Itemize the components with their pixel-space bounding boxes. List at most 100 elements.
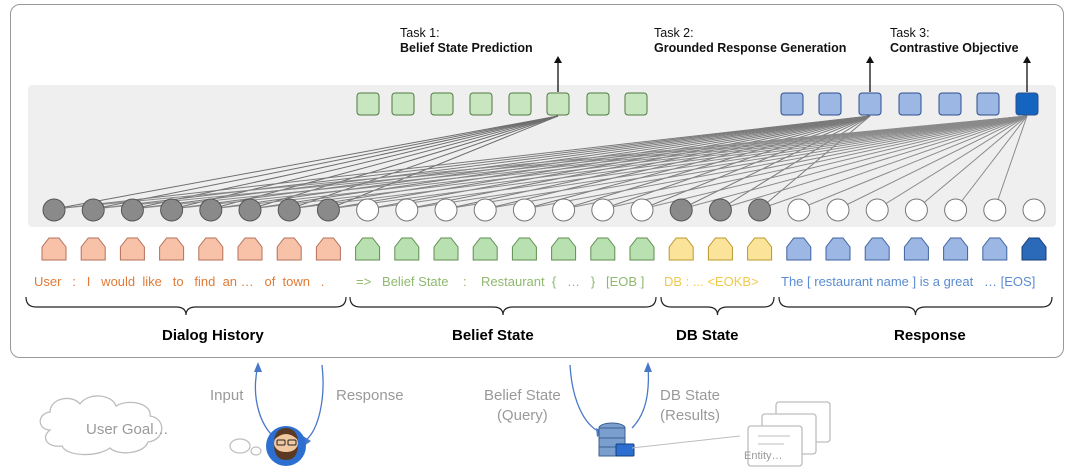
hidden-state-node <box>238 198 262 222</box>
response-token-embedding <box>825 237 851 261</box>
db-results-line-1: DB State <box>660 387 721 404</box>
thought-bubble-small <box>250 446 262 456</box>
hidden-state-node <box>826 198 850 222</box>
attention-line <box>93 115 1028 210</box>
attention-line <box>681 115 1028 210</box>
attention-line <box>328 115 559 210</box>
hidden-state-node <box>512 198 536 222</box>
attention-line <box>485 115 1028 210</box>
attention-line <box>563 115 1028 210</box>
belief-query-label: Belief State (Query) <box>484 386 561 426</box>
hidden-state-node <box>277 198 301 222</box>
section-response: Response <box>894 327 966 344</box>
user-goal-label: User Goal… <box>86 421 169 438</box>
attention-line <box>720 115 1028 210</box>
attention-line <box>955 115 1028 210</box>
attention-line <box>876 115 1028 210</box>
hidden-state-node <box>356 198 380 222</box>
attention-line <box>367 115 1028 210</box>
response-output-box <box>818 92 842 116</box>
response-output-box <box>1015 92 1039 116</box>
hidden-state-node <box>1022 198 1046 222</box>
response-token-embedding <box>786 237 812 261</box>
attention-line <box>171 115 1028 210</box>
hidden-state-node <box>944 198 968 222</box>
dialog-token-embedding <box>159 237 185 261</box>
entity-label: Entity… <box>744 450 783 462</box>
dialog-token-embedding <box>237 237 263 261</box>
task-3-label: Task 3: Contrastive Objective <box>890 26 1019 56</box>
db-link-line <box>631 435 741 449</box>
belief-token-embedding <box>511 237 537 261</box>
dialog-token-embedding <box>198 237 224 261</box>
belief-tokens: => Belief State : Restaurant { … } [EOB … <box>356 274 645 289</box>
dialog-token-embedding <box>276 237 302 261</box>
task-1-arrow-head <box>554 56 562 63</box>
belief-output-box <box>586 92 610 116</box>
attention-line <box>916 115 1028 210</box>
section-db-state: DB State <box>676 327 739 344</box>
task-1-name: Belief State Prediction <box>400 41 533 55</box>
attention-line <box>289 115 1028 210</box>
section-dialog-history: Dialog History <box>162 327 264 344</box>
response-token-embedding <box>864 237 890 261</box>
hidden-state-node <box>120 198 144 222</box>
belief-output-box <box>356 92 380 116</box>
hidden-state-node <box>199 198 223 222</box>
dialog-token-embedding <box>315 237 341 261</box>
attention-line <box>132 115 559 210</box>
belief-output-box <box>469 92 493 116</box>
response-output-box <box>898 92 922 116</box>
belief-output-box <box>624 92 648 116</box>
hidden-state-node <box>473 198 497 222</box>
response-label: Response <box>336 387 404 404</box>
query-flow-curve <box>569 364 601 433</box>
user-face <box>274 432 298 456</box>
attention-line <box>132 115 871 210</box>
response-output-box <box>858 92 882 116</box>
attention-line <box>210 115 559 210</box>
hidden-state-node <box>81 198 105 222</box>
hidden-state-node <box>865 198 889 222</box>
attention-line <box>53 115 871 210</box>
user-beard <box>274 444 298 460</box>
attention-line <box>132 115 1028 210</box>
hidden-state-node <box>42 198 66 222</box>
belief-query-line-2: (Query) <box>496 407 548 424</box>
response-token-embedding <box>903 237 929 261</box>
db-token-embedding <box>707 237 733 261</box>
belief-token-embedding <box>629 237 655 261</box>
response-output-box <box>976 92 1000 116</box>
response-token-embedding <box>1021 237 1047 261</box>
task-2-title: Task 2: <box>654 26 694 40</box>
dialog-token-embedding <box>41 237 67 261</box>
hidden-state-node <box>787 198 811 222</box>
task-1-label: Task 1: Belief State Prediction <box>400 26 533 56</box>
attention-line <box>445 115 1028 210</box>
attention-line <box>53 115 1028 210</box>
attention-line <box>641 115 1028 210</box>
thought-bubble <box>229 438 251 454</box>
hidden-state-node <box>983 198 1007 222</box>
section-belief-state: Belief State <box>452 327 534 344</box>
hidden-state-node <box>708 198 732 222</box>
attention-line <box>837 115 1028 210</box>
input-flow-curve <box>254 364 279 441</box>
belief-token-embedding <box>355 237 381 261</box>
db-token-embedding <box>668 237 694 261</box>
hidden-state-node <box>630 198 654 222</box>
attention-line <box>249 115 559 210</box>
hidden-state-node <box>316 198 340 222</box>
user-goal-cloud <box>39 395 163 456</box>
db-results-line-2: (Results) <box>660 407 721 424</box>
attention-line <box>171 115 559 210</box>
belief-token-embedding <box>394 237 420 261</box>
results-flow-curve <box>631 364 650 429</box>
response-token-embedding <box>943 237 969 261</box>
belief-token-embedding <box>590 237 616 261</box>
glasses-right <box>287 439 297 446</box>
dialog-token-embedding <box>119 237 145 261</box>
attention-line <box>210 115 1028 210</box>
db-state-brace <box>660 296 775 316</box>
